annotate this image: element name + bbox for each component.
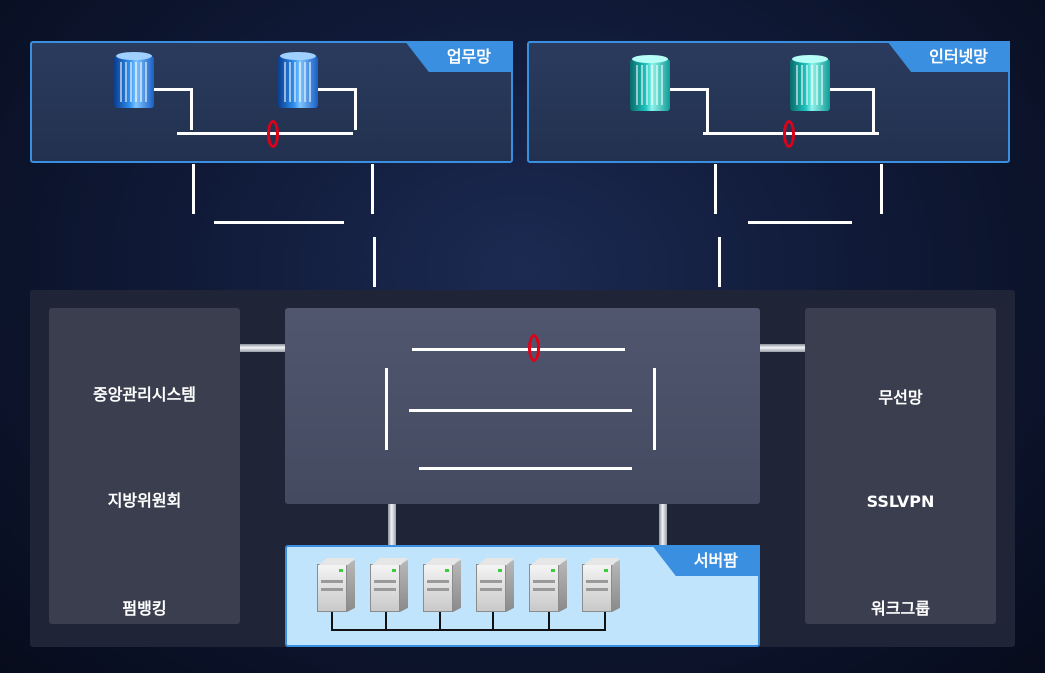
core-line (412, 348, 625, 351)
internet-link (706, 88, 709, 132)
core-line (409, 409, 632, 412)
uplink-line (214, 221, 344, 224)
internet-link (830, 88, 874, 91)
server-drop (492, 612, 494, 630)
firm-banking-label: 펌뱅킹 (122, 599, 167, 618)
right-pipe (759, 344, 805, 352)
server-farm-zone: 서버팜 (285, 545, 760, 647)
uplink-line (714, 164, 717, 214)
uplink-line (371, 164, 374, 214)
business-server-tower-icon (114, 52, 154, 110)
internet-link (872, 88, 875, 132)
gray-server-icon (529, 558, 567, 614)
business-link (354, 88, 357, 130)
business-link (318, 88, 356, 91)
server-drop (548, 612, 550, 630)
wireless-network-label: 무선망 (878, 388, 923, 407)
farm-pipe (388, 504, 396, 546)
business-link (190, 88, 193, 130)
core-line (653, 368, 656, 450)
business-server-tower-icon (278, 52, 318, 110)
server-drop (439, 612, 441, 630)
red-ring-icon (783, 120, 795, 148)
workgroup-label: 워크그룹 (871, 599, 930, 618)
business-network-label: 업무망 (404, 41, 513, 72)
internet-server-tower-icon (630, 55, 670, 113)
uplink-line (880, 164, 883, 214)
uplink-line (373, 237, 376, 287)
uplink-line (192, 164, 195, 214)
uplink-line (718, 237, 721, 287)
internet-network-zone: 인터넷망 (527, 41, 1010, 163)
gray-server-icon (582, 558, 620, 614)
server-drop (385, 612, 387, 630)
business-link (154, 88, 192, 91)
left-pipe (240, 344, 286, 352)
internet-link (670, 88, 708, 91)
server-drop (604, 612, 606, 630)
left-panel: 중앙관리시스템 지방위원회 펌뱅킹 (49, 308, 240, 624)
red-ring-icon (267, 120, 279, 148)
server-farm-bus (331, 629, 606, 631)
server-farm-label: 서버팜 (651, 545, 760, 576)
red-ring-icon (528, 334, 540, 362)
gray-server-icon (317, 558, 355, 614)
core-switch-panel (285, 308, 760, 504)
gray-server-icon (476, 558, 514, 614)
central-management-system-label: 중앙관리시스템 (92, 385, 197, 404)
core-line (385, 368, 388, 450)
gray-server-icon (423, 558, 461, 614)
business-switch-line (177, 132, 353, 135)
right-panel: 무선망 SSLVPN 워크그룹 (805, 308, 996, 624)
core-line (419, 467, 632, 470)
gray-server-icon (370, 558, 408, 614)
server-drop (331, 612, 333, 630)
sslvpn-label: SSLVPN (866, 492, 935, 511)
regional-committee-label: 지방위원회 (107, 491, 182, 510)
farm-pipe (659, 504, 667, 546)
internet-server-tower-icon (790, 55, 830, 113)
uplink-line (748, 221, 852, 224)
internet-network-label: 인터넷망 (887, 41, 1010, 72)
